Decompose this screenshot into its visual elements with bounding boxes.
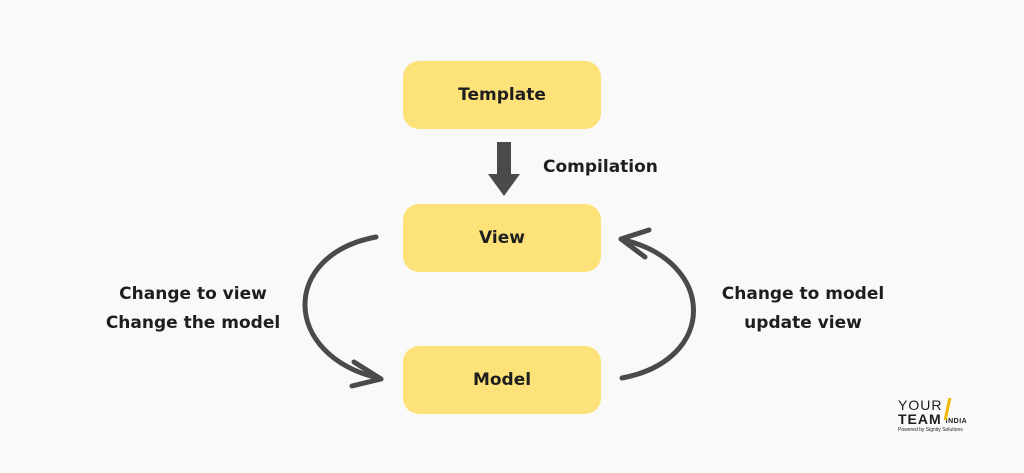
model-to-view-label-line-2: update view [744, 313, 862, 333]
compilation-arrow [488, 142, 520, 196]
model-node: Model [403, 346, 601, 414]
view-node-label: View [479, 228, 525, 248]
view-node: View [403, 204, 601, 272]
logo-team-text: TEAM [898, 411, 942, 427]
view-to-model-label: Change to view Change the model [96, 280, 290, 338]
logo-line-2: TEAM INDIA [898, 412, 988, 427]
model-to-view-arrow [618, 227, 696, 381]
logo-tagline: Powered by Signity Solutions [898, 427, 963, 433]
model-to-view-label: Change to model update view [708, 280, 898, 338]
view-to-model-label-line-2: Change the model [105, 313, 281, 333]
template-node-label: Template [458, 85, 546, 105]
view-to-model-label-line-1: Change to view [119, 284, 267, 304]
model-to-view-label-line-1: Change to model [721, 284, 885, 304]
model-node-label: Model [472, 370, 532, 390]
compilation-label: Compilation [543, 157, 658, 177]
logo-india-text: INDIA [945, 418, 968, 425]
logo-line-1: YOUR [898, 397, 943, 413]
template-node: Template [403, 61, 601, 129]
view-to-model-arrow [302, 234, 384, 389]
your-team-in-india-logo: YOUR TEAM INDIA Powered by Signity Solut… [898, 398, 988, 438]
